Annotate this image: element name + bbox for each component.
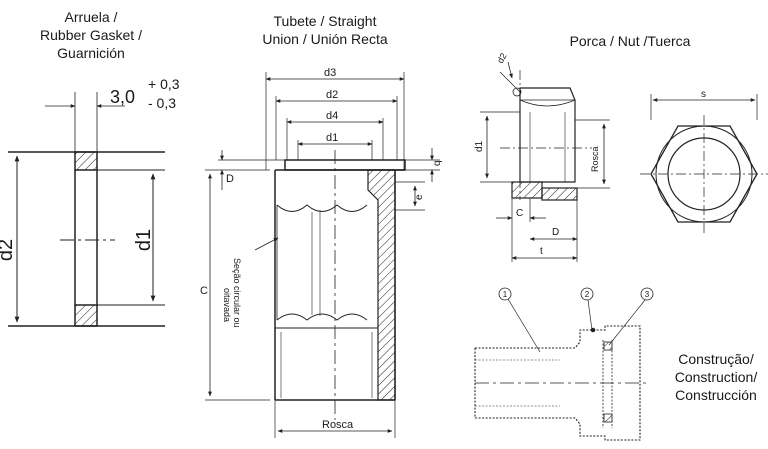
washer-inner-diameter-label: d1 — [133, 229, 155, 251]
washer-caption-line-2: Rubber Gasket / — [40, 27, 142, 43]
nut-thread-label: Rosca — [590, 146, 600, 172]
union-thread-label: Rosca — [322, 419, 354, 431]
nut-d1-label: d1 — [474, 140, 485, 152]
construction-caption: Construção/ Construction/ Construcción — [662, 350, 768, 404]
union-caption-line-2: Union / Unión Recta — [262, 31, 388, 47]
washer-outer-diameter-label: d2 — [0, 239, 17, 261]
washer-caption-line-1: Arruela / — [64, 9, 118, 25]
union-d3-label: d3 — [324, 67, 336, 79]
washer-tol-plus: + 0,3 — [148, 76, 180, 92]
union-section-note-2: oitavada — [222, 288, 232, 322]
construction-caption-line-1: Construção/ — [678, 351, 754, 367]
union-C-label: C — [200, 285, 208, 297]
nut-caption-line: Porca / Nut /Tuerca — [569, 33, 691, 49]
washer-caption: Arruela / Rubber Gasket / Guarnición — [16, 8, 166, 62]
union-e-label: e — [414, 194, 425, 200]
nut-s-label: s — [701, 89, 706, 100]
nut-section-drawing — [480, 61, 610, 262]
union-D-label: D — [226, 173, 234, 185]
union-d1-label: d1 — [326, 132, 338, 144]
construction-part-2: 2 — [585, 290, 590, 299]
nut-C-label: C — [516, 208, 523, 219]
construction-drawing — [474, 287, 654, 441]
construction-part-3: 3 — [645, 290, 650, 299]
nut-d2-label: d2 — [495, 51, 509, 65]
construction-part-1: 1 — [503, 290, 508, 299]
union-section-note-1: Seção circular ou — [232, 258, 242, 328]
union-caption-line-1: Tubete / Straight — [273, 13, 377, 29]
nut-t-label: t — [540, 246, 543, 257]
construction-caption-line-2: Construction/ — [674, 369, 758, 385]
washer-caption-line-3: Guarnición — [57, 45, 125, 61]
washer-thickness-label: 3,0 — [110, 87, 135, 107]
nut-hex-view — [640, 94, 768, 235]
nut-D-label: D — [552, 227, 559, 238]
union-q-label: q — [432, 160, 443, 166]
nut-caption: Porca / Nut /Tuerca — [545, 32, 715, 50]
washer-drawing — [8, 92, 165, 327]
union-d2-label: d2 — [326, 89, 338, 101]
union-drawing — [205, 72, 440, 438]
construction-caption-line-3: Construcción — [675, 387, 757, 403]
union-d4-label: d4 — [326, 110, 338, 122]
union-caption: Tubete / Straight Union / Unión Recta — [230, 12, 420, 48]
washer-tol-minus: - 0,3 — [148, 95, 176, 111]
